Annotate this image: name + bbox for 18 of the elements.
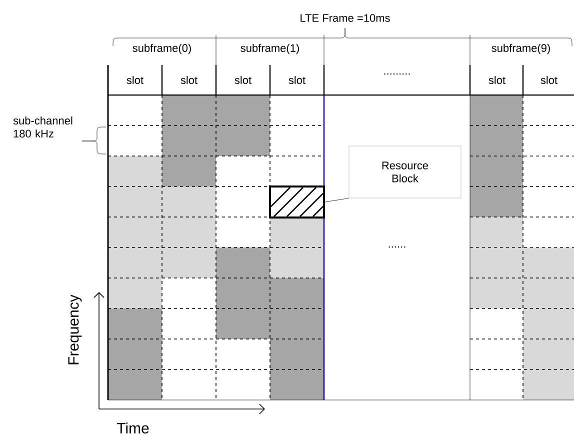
header-label: LTE Frame =10ms — [300, 14, 390, 22]
sub-channel-label: sub-channel 180 kHz — [13, 116, 72, 138]
slot-label: slot — [180, 76, 198, 84]
slot-label: slot — [288, 76, 306, 84]
leader-line — [324, 198, 349, 202]
hatched-block — [269, 186, 325, 218]
ellipsis: ...... — [388, 246, 406, 248]
subframe-label: subframe(1) — [240, 44, 299, 54]
axis-label: Time — [116, 422, 149, 434]
ellipsis: ......... — [384, 73, 410, 75]
slot-label: slot — [234, 76, 252, 84]
callout-box: Resource Block — [348, 146, 462, 198]
slot-label: slot — [488, 76, 506, 84]
slot-label: slot — [540, 76, 558, 84]
axis-label: Frequency — [68, 294, 82, 364]
slot-label: slot — [126, 76, 144, 84]
subframe-label: subframe(0) — [132, 44, 191, 54]
subframe-label: subframe(9) — [492, 44, 550, 54]
